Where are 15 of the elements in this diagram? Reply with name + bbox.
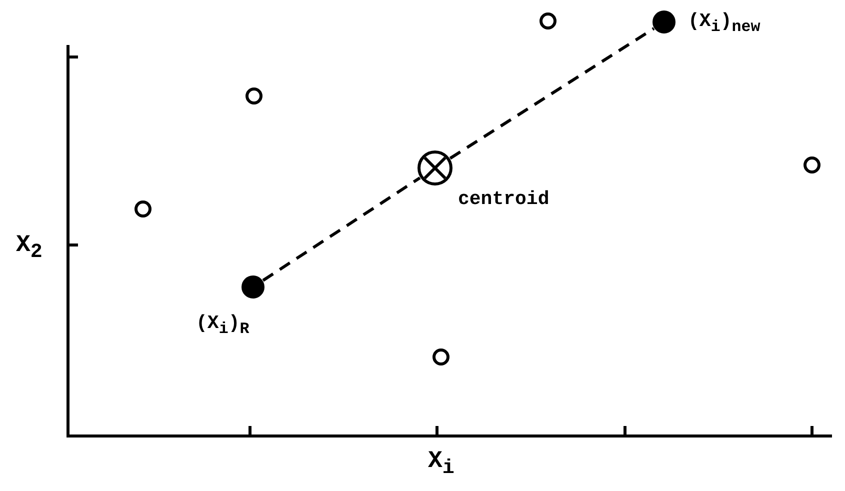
dashed-line bbox=[449, 27, 655, 160]
open-point-marker bbox=[244, 86, 264, 106]
filled-point-marker bbox=[240, 274, 266, 300]
open-point-marker bbox=[802, 155, 822, 175]
open-point-marker bbox=[538, 11, 558, 31]
centroid-marker bbox=[416, 149, 454, 187]
open-point-marker bbox=[133, 199, 153, 219]
filled-point-marker bbox=[651, 9, 677, 35]
open-point-marker bbox=[431, 347, 451, 367]
dashed-line bbox=[262, 176, 421, 282]
axis-label: X$_{2}$ bbox=[16, 232, 42, 264]
point-label: (X$_{i}$)$_{R}$ bbox=[196, 312, 250, 338]
point-label: centroid bbox=[458, 188, 550, 210]
point-label: (X$_{i}$)$_{new}$ bbox=[688, 10, 760, 36]
axis-label: X$_{i}$ bbox=[428, 448, 454, 480]
